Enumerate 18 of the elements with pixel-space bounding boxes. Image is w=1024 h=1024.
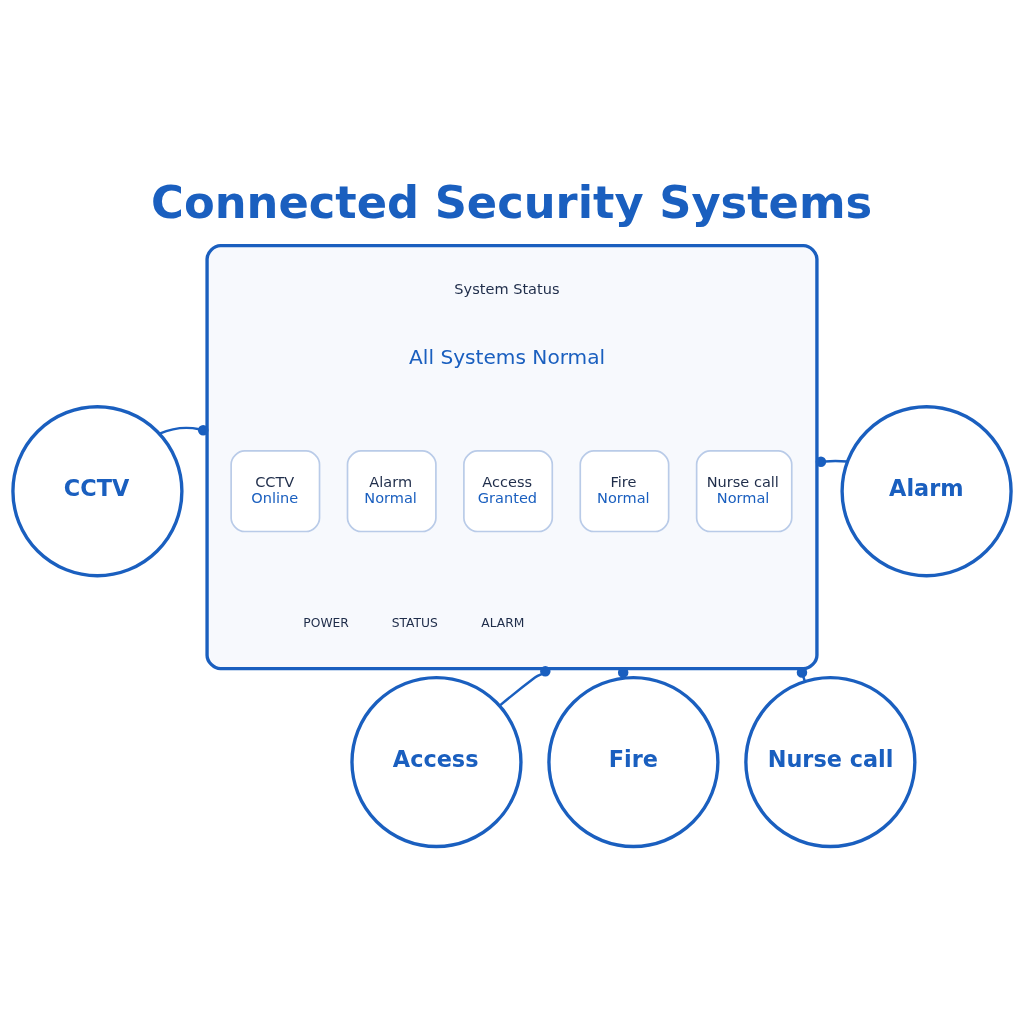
connector [815, 456, 848, 467]
node-box: CCTV Online [230, 449, 321, 532]
node-circle: CCTV [11, 404, 184, 577]
label: ALARM [481, 615, 525, 630]
connector [159, 424, 209, 436]
connector [498, 665, 551, 706]
node-box: Alarm Normal [346, 449, 437, 532]
diagram-title: Connected Security Systems [151, 175, 873, 229]
label: All Systems Normal [409, 344, 606, 369]
label: STATUS [391, 615, 438, 630]
node-circle: Access [350, 675, 523, 848]
node-box: Fire Normal [579, 449, 670, 532]
label: System Status [454, 280, 560, 297]
label: POWER [303, 615, 349, 630]
cluster [205, 243, 819, 670]
node-circle: Alarm [840, 404, 1013, 577]
node-box: Access Granted [463, 449, 554, 532]
node-box: Nurse call Normal [695, 449, 793, 532]
